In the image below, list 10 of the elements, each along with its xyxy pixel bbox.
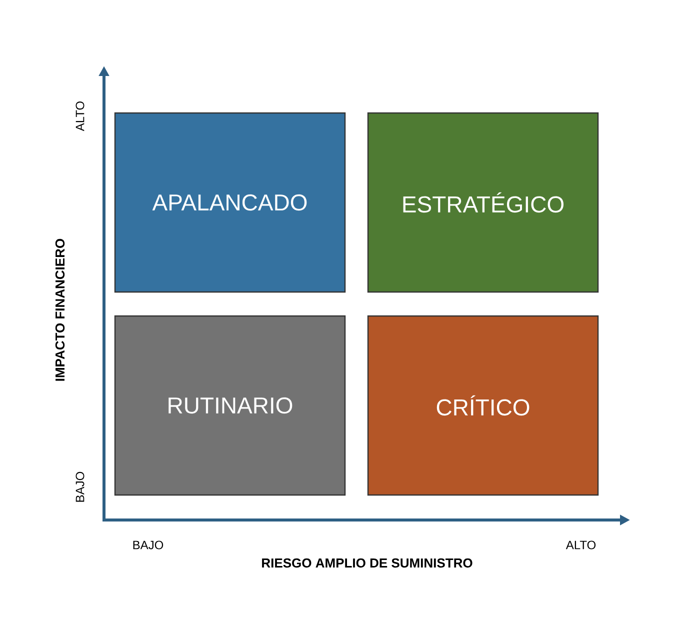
axis-tick-label: ALTO <box>76 101 84 132</box>
quadrant-box: CRÍTICO <box>367 315 599 496</box>
axis-tick-label: BAJO <box>76 472 84 502</box>
axis-title: IMPACTO FINANCIERO <box>55 238 65 381</box>
quadrant-box: RUTINARIO <box>114 315 346 496</box>
axis-tick-label: BAJO <box>133 540 164 550</box>
quadrant-box: ESTRATÉGICO <box>367 112 599 293</box>
axis-tick-label: ALTO <box>566 540 596 550</box>
axis-title: RIESGO AMPLIO DE SUMINISTRO <box>262 558 472 568</box>
quadrant-box: APALANCADO <box>114 112 346 293</box>
